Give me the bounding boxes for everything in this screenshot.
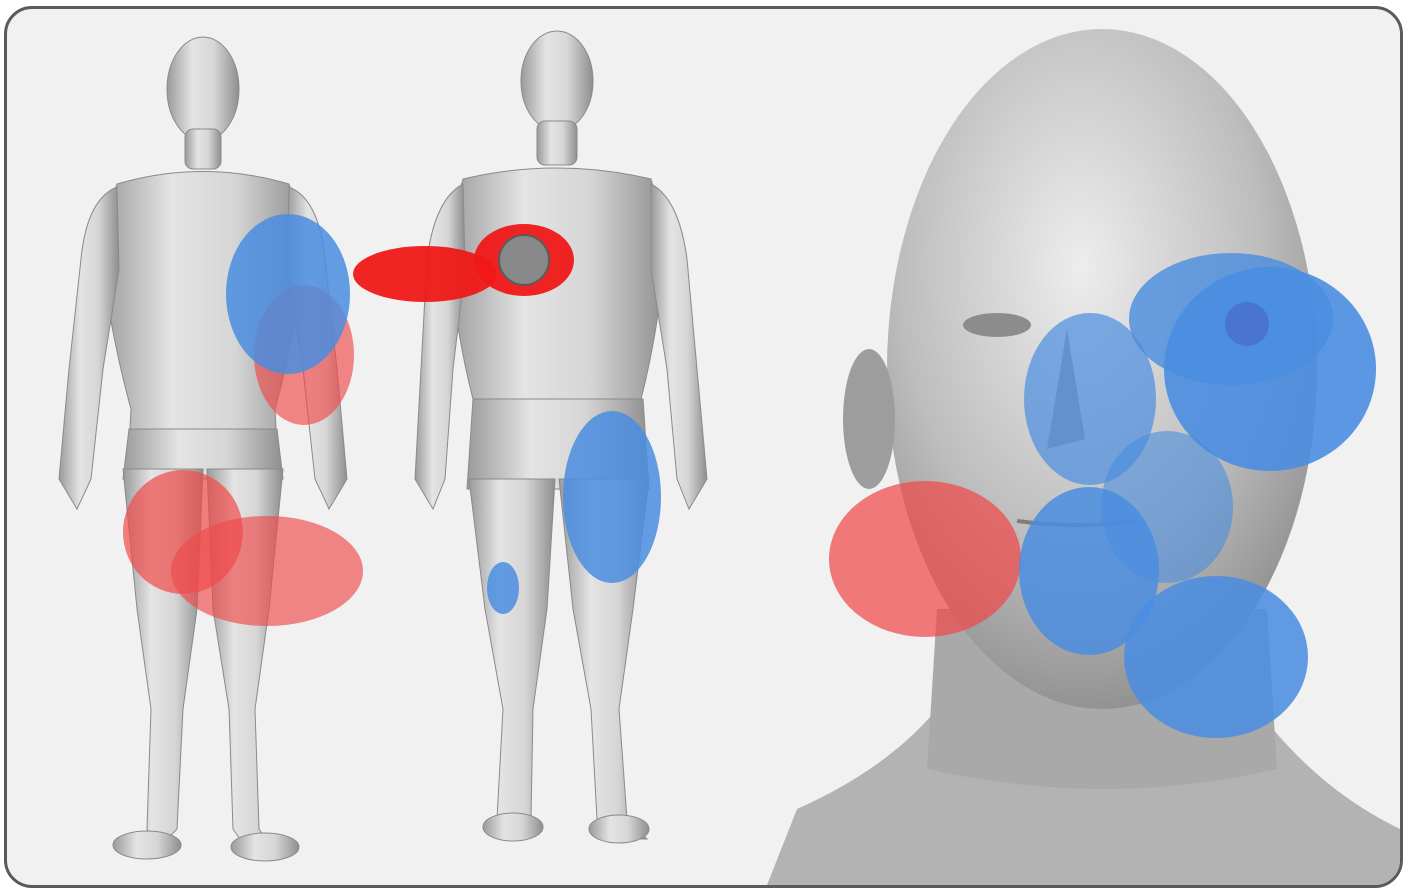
figure-frame [4, 6, 1403, 888]
back-neck [537, 121, 577, 165]
marker-blue-back-knee [487, 562, 519, 614]
back-arm-left [415, 184, 465, 509]
marker-blue-face-temple-dot [1225, 302, 1269, 346]
front-body-figure [59, 37, 347, 861]
back-arm-right [651, 184, 707, 509]
back-head [521, 31, 593, 131]
marker-red-front-thigh-right [171, 516, 363, 626]
back-foot-right [589, 815, 649, 843]
back-leg-left [469, 479, 555, 839]
front-head [167, 37, 239, 141]
marker-red-face-jaw [829, 481, 1021, 637]
front-foot-right [231, 833, 299, 861]
front-arm-left [59, 187, 119, 509]
face-eye [963, 313, 1031, 337]
marker-gray-back-shoulder [499, 235, 549, 285]
marker-blue-face-chin [1124, 576, 1308, 738]
back-body-figure [415, 31, 707, 843]
marker-blue-back-hamstring [563, 411, 661, 583]
face-ear [843, 349, 895, 489]
back-torso [447, 168, 667, 429]
marker-blue-front-chest [226, 214, 350, 374]
body-map-illustration [7, 9, 1400, 885]
front-neck [185, 129, 221, 169]
front-foot-left [113, 831, 181, 859]
back-foot-left [483, 813, 543, 841]
